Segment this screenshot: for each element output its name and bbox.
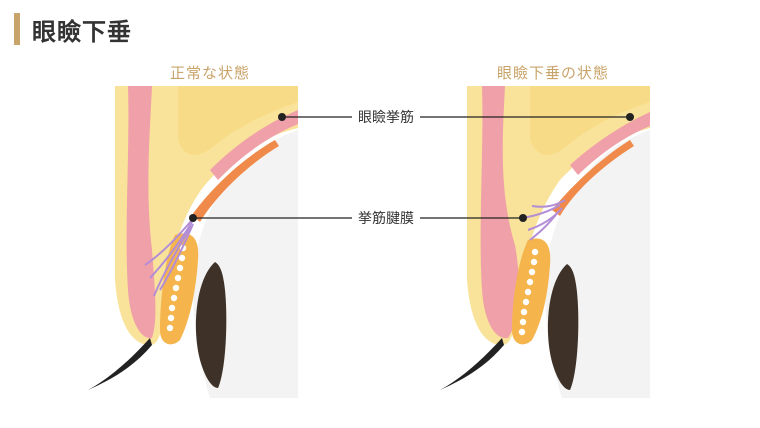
ptosis-levator-muscle-band <box>570 112 650 175</box>
label-levator-aponeurosis: 挙筋腱膜 <box>354 208 418 228</box>
levator-pointer-dot-left <box>278 113 286 121</box>
page-header: 眼瞼下垂 <box>14 12 132 46</box>
ptosis-eyelid-illustration <box>440 86 650 398</box>
leader-lines <box>193 116 630 219</box>
normal-aponeurosis <box>192 140 279 222</box>
panel-title-normal: 正常な状態 <box>170 64 251 82</box>
normal-fat-pad <box>178 86 298 155</box>
ptosis-aponeurosis-fibers <box>521 199 566 241</box>
page-title: 眼瞼下垂 <box>32 17 132 46</box>
header-accent-bar <box>14 13 20 45</box>
ptosis-fat-pad <box>530 86 650 155</box>
normal-orbicularis-muscle <box>126 86 156 339</box>
levator-pointer-dot-right <box>626 113 634 121</box>
label-levator-muscle: 眼瞼挙筋 <box>354 107 418 127</box>
normal-iris <box>195 262 227 388</box>
normal-eyelashes <box>88 338 152 390</box>
normal-aponeurosis-fibers <box>144 219 194 297</box>
ptosis-aponeurosis <box>552 140 634 216</box>
ptosis-eyelashes <box>440 338 504 390</box>
ptosis-tarsal-glands <box>518 248 539 336</box>
normal-levator-muscle-band <box>210 110 298 180</box>
panel-title-ptosis: 眼瞼下垂の状態 <box>497 64 610 82</box>
ptosis-iris <box>547 264 579 390</box>
ptosis-orbicularis-muscle <box>480 86 520 339</box>
normal-eyelid-illustration <box>88 86 298 398</box>
